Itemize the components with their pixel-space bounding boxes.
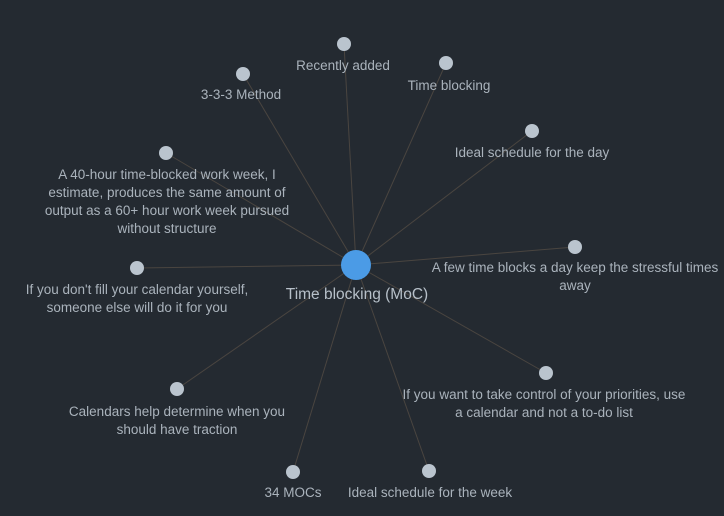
edge-recently-added [343, 43, 357, 266]
node-ideal-schedule-day[interactable] [525, 124, 539, 138]
edge-calendars-traction [176, 264, 357, 390]
node-40-hour-work-week[interactable] [159, 146, 173, 160]
node-label-few-time-blocks: A few time blocks a day keep the stressf… [431, 260, 719, 293]
node-time-blocking[interactable] [439, 56, 453, 70]
node-label-34-mocs: 34 MOCs [264, 485, 322, 500]
node-label-time-blocking-moc: Time blocking (MoC) [285, 286, 429, 303]
node-calendars-traction[interactable] [170, 382, 184, 396]
edge-time-blocking [355, 62, 447, 266]
node-label-40-hour-work-week: A 40-hour time-blocked work week, I esti… [44, 167, 290, 236]
edge-few-time-blocks [355, 246, 576, 266]
edge-dont-fill-calendar [136, 264, 357, 269]
node-label-ideal-schedule-week: Ideal schedule for the week [347, 485, 513, 500]
node-label-recently-added: Recently added [296, 58, 390, 73]
node-label-3-3-3-method: 3-3-3 Method [200, 87, 282, 102]
node-label-take-control-priorities: If you want to take control of your prio… [402, 387, 686, 420]
edge-34-mocs [292, 264, 357, 473]
node-dont-fill-calendar[interactable] [130, 261, 144, 275]
node-label-ideal-schedule-day: Ideal schedule for the day [454, 145, 610, 160]
edge-ideal-schedule-day [355, 130, 533, 266]
node-ideal-schedule-week[interactable] [422, 464, 436, 478]
node-time-blocking-moc-center[interactable] [341, 250, 371, 280]
node-label-time-blocking: Time blocking [407, 78, 491, 93]
edge-take-control-priorities [355, 264, 547, 374]
node-label-calendars-traction: Calendars help determine when you should… [68, 404, 286, 437]
node-34-mocs[interactable] [286, 465, 300, 479]
node-label-dont-fill-calendar: If you don't fill your calendar yourself… [25, 282, 249, 315]
edge-3-3-3-method [242, 73, 357, 266]
edge-ideal-schedule-week [355, 264, 430, 472]
node-3-3-3-method[interactable] [236, 67, 250, 81]
node-take-control-priorities[interactable] [539, 366, 553, 380]
edge-40-hour-work-week [165, 152, 357, 266]
node-recently-added[interactable] [337, 37, 351, 51]
edges [136, 43, 576, 473]
node-few-time-blocks[interactable] [568, 240, 582, 254]
nodes [130, 37, 582, 479]
